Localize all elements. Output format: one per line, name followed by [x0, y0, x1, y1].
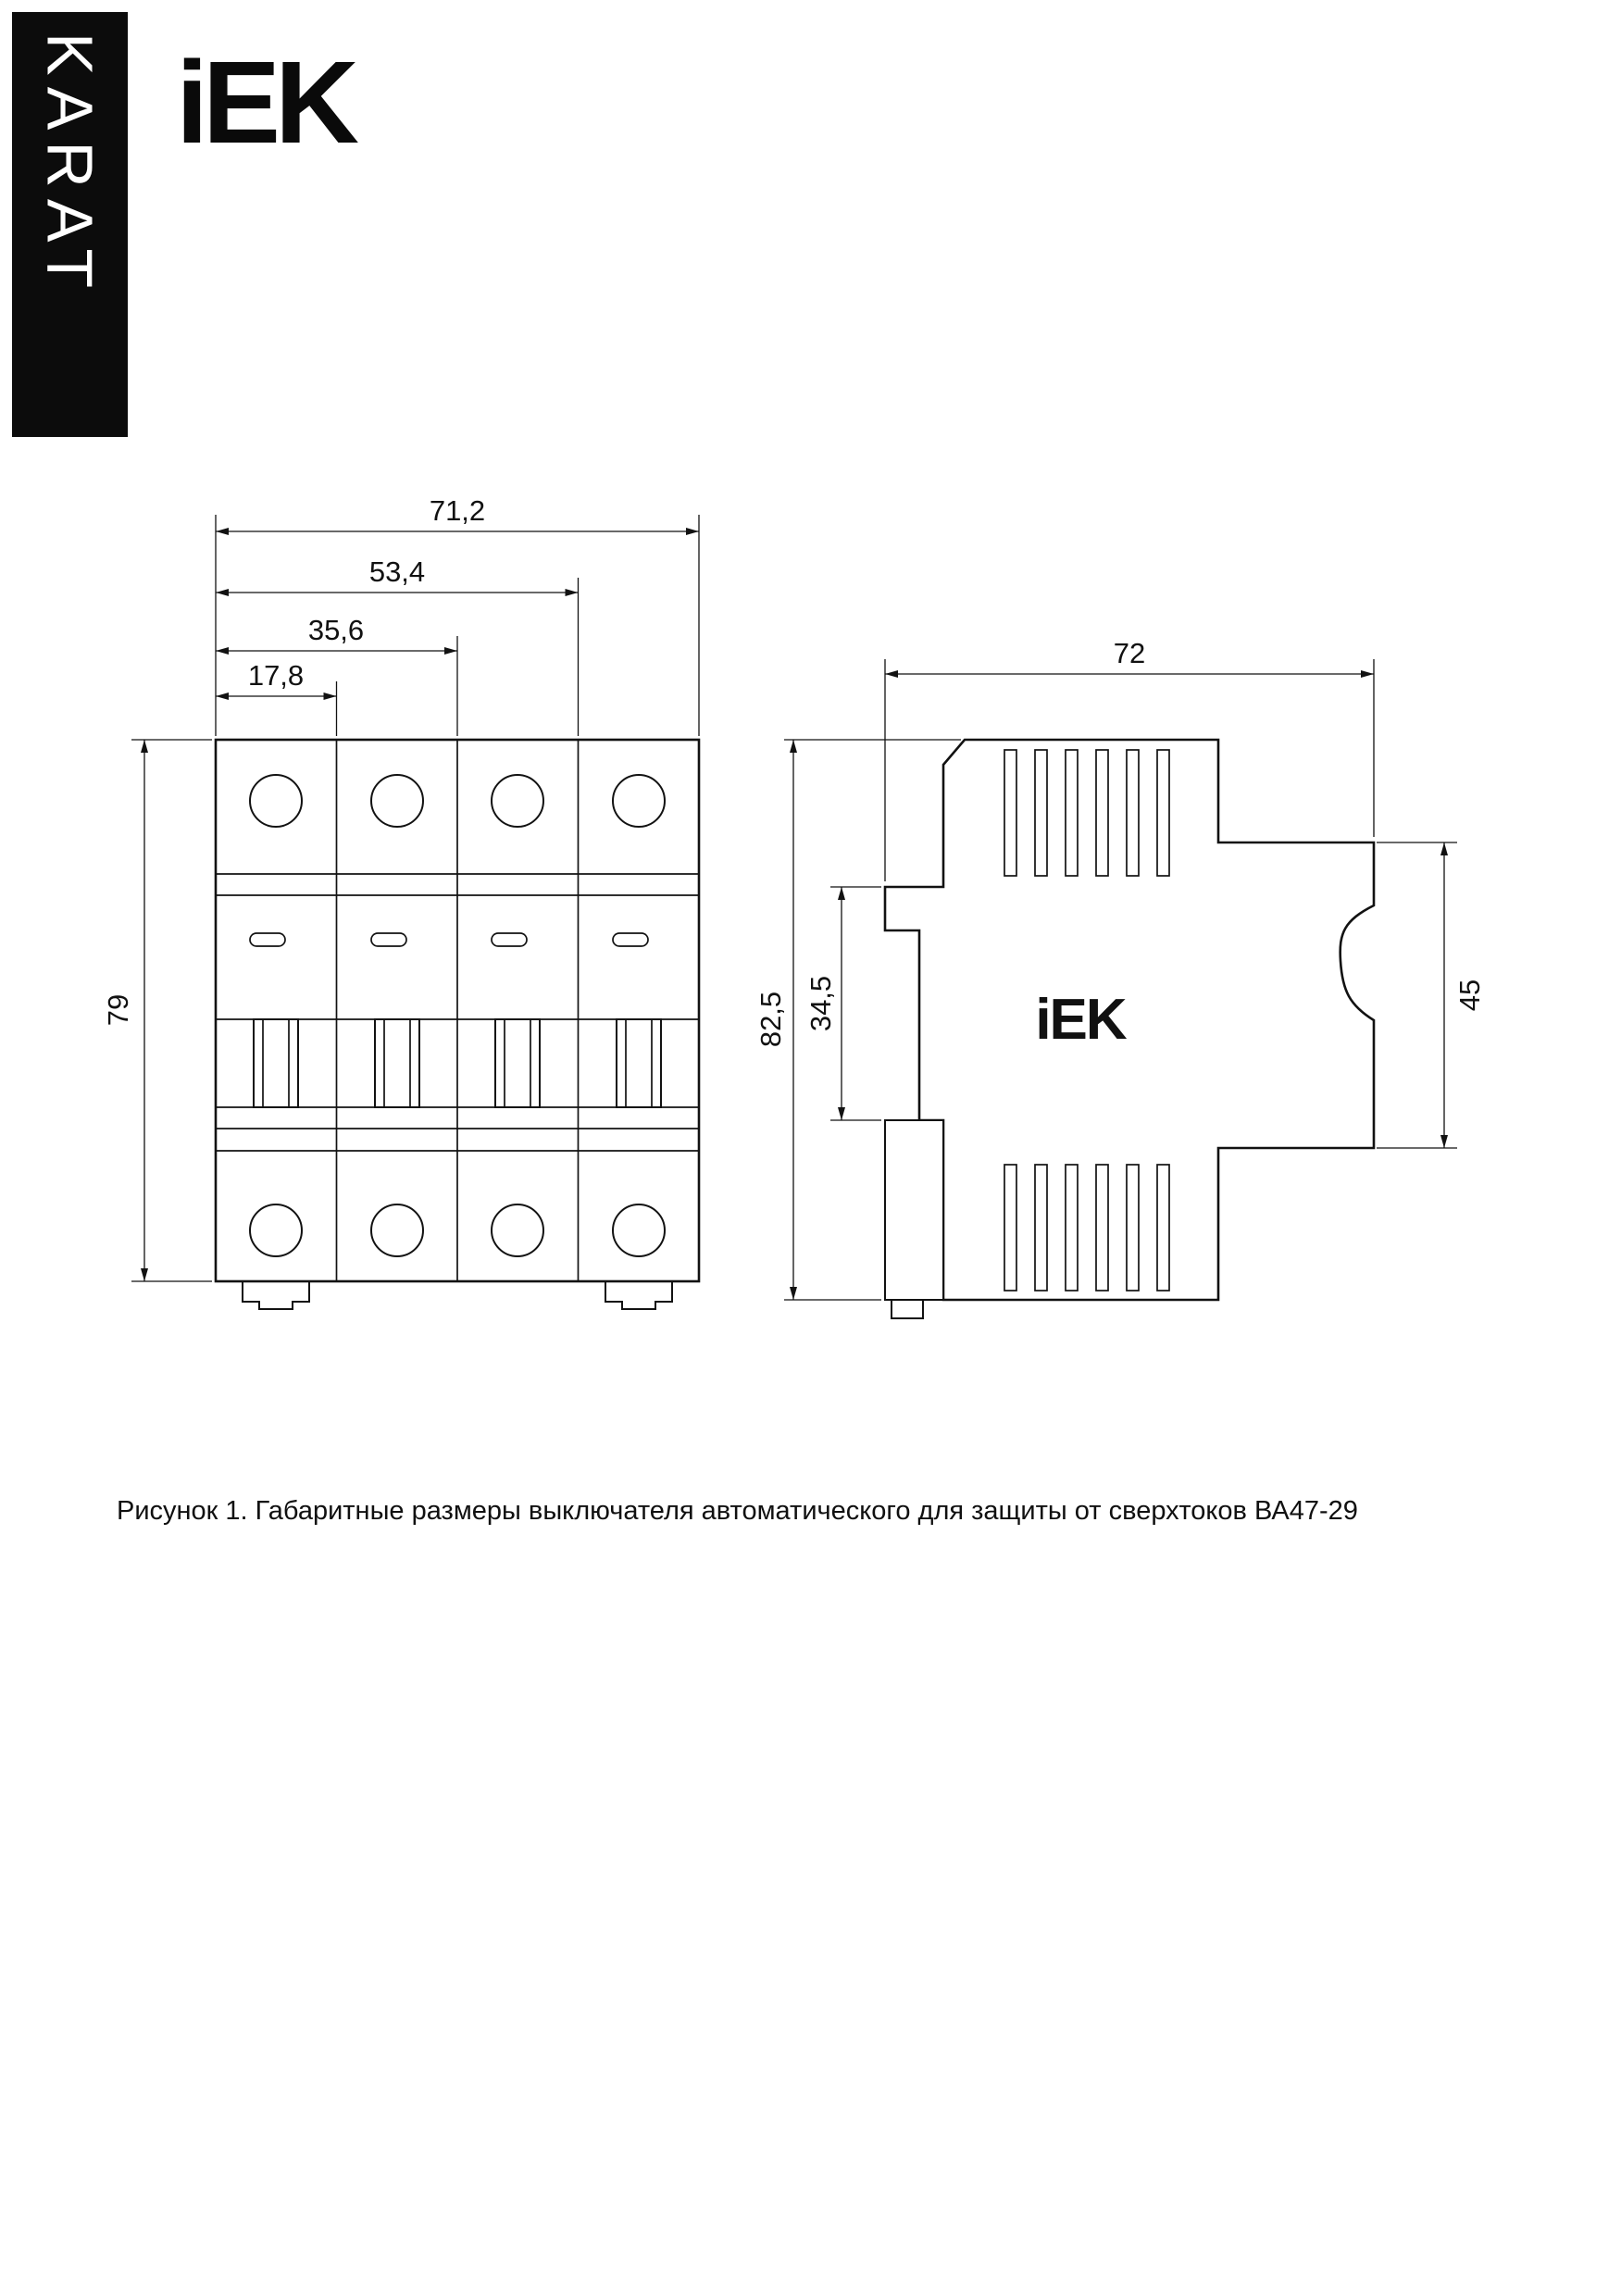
screw-circle	[612, 1204, 666, 1257]
toggle-handle	[374, 1018, 420, 1108]
side-iek-logo: iEK	[1035, 988, 1128, 1052]
karat-banner-text: KARAT	[33, 32, 106, 300]
vent-rib	[1065, 1164, 1079, 1292]
dim-label-width-1pole: 17,8	[248, 659, 304, 692]
side-view-drawing: iEK 72 82,5 34,5 45	[754, 637, 1486, 1319]
dim-label-depth: 72	[1114, 637, 1145, 669]
slot	[249, 932, 286, 947]
dim-label-width-total: 71,2	[430, 494, 485, 527]
side-dimension-lines	[790, 670, 1448, 1300]
vent-rib	[1065, 749, 1079, 877]
vent-rib	[1156, 1164, 1170, 1292]
screw-circle	[370, 1204, 424, 1257]
toggle-row	[216, 1018, 699, 1108]
dim-label-width-3pole: 53,4	[369, 555, 425, 588]
pole-separator-lines	[335, 740, 580, 1281]
face-lines-upper	[216, 873, 699, 896]
slot	[612, 932, 649, 947]
toggle-handle	[494, 1018, 541, 1108]
face-lines-lower	[216, 1128, 699, 1152]
dim-label-side-height: 82,5	[754, 992, 787, 1047]
front-dimension-lines	[141, 528, 699, 1281]
vent-rib	[1034, 1164, 1048, 1292]
side-body-outline	[883, 738, 1376, 1302]
screw-circle	[491, 774, 544, 828]
dim-label-din-recess: 34,5	[804, 976, 837, 1031]
vent-rib	[1095, 749, 1109, 877]
screw-circle	[249, 774, 303, 828]
indicator-slots	[249, 932, 649, 947]
screw-circle	[612, 774, 666, 828]
front-extension-lines	[131, 515, 700, 1282]
vent-rib	[1004, 1164, 1017, 1292]
terminal-screws-top	[249, 774, 666, 828]
vent-ribs-top	[1004, 749, 1170, 877]
vent-rib	[1126, 1164, 1140, 1292]
toggle-handle	[253, 1018, 299, 1108]
figure-caption: Рисунок 1. Габаритные размеры выключател…	[117, 1496, 1358, 1526]
iek-logo: iEK	[176, 37, 359, 168]
karat-side-banner: KARAT	[12, 12, 128, 437]
din-clips-front	[242, 1281, 673, 1310]
dim-label-front-height: 79	[102, 994, 134, 1026]
screw-circle	[491, 1204, 544, 1257]
vent-rib	[1095, 1164, 1109, 1292]
din-clip	[605, 1281, 673, 1310]
terminal-screws-bottom	[249, 1204, 666, 1257]
vent-rib	[1004, 749, 1017, 877]
vent-rib	[1156, 749, 1170, 877]
dim-label-front-face: 45	[1453, 980, 1486, 1011]
vent-ribs-bottom	[1004, 1164, 1170, 1292]
din-clip	[242, 1281, 310, 1310]
dim-label-width-2pole: 35,6	[308, 614, 364, 646]
slot	[370, 932, 407, 947]
front-view-drawing: 71,2 53,4 35,6 17,8 79	[102, 494, 701, 1310]
screw-circle	[249, 1204, 303, 1257]
screw-circle	[370, 774, 424, 828]
vent-rib	[1126, 749, 1140, 877]
vent-rib	[1034, 749, 1048, 877]
toggle-handle	[616, 1018, 662, 1108]
slot	[491, 932, 528, 947]
din-clip-side	[884, 1119, 944, 1319]
